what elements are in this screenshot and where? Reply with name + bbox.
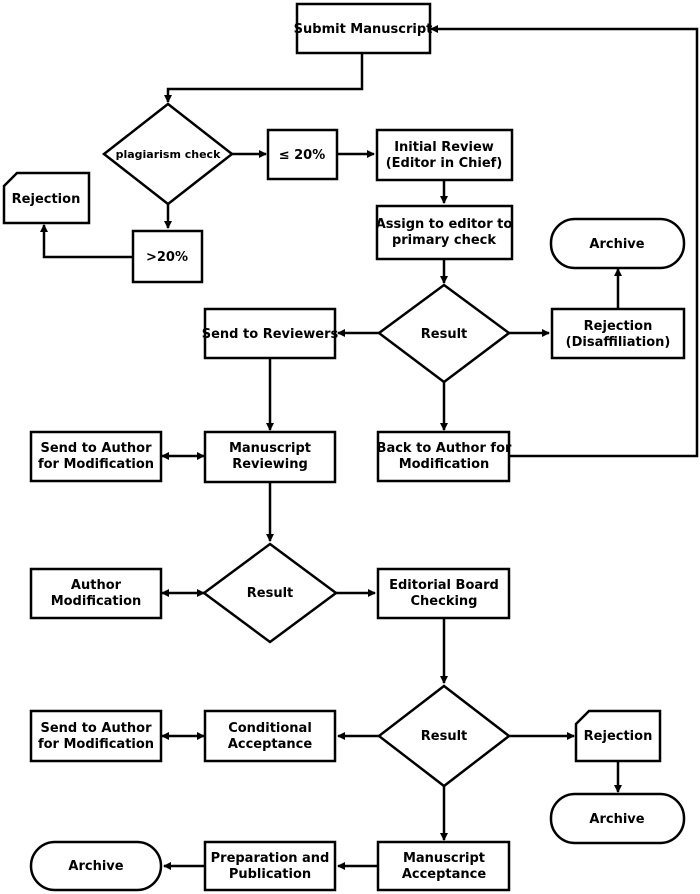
node-send-to-author-1: Send to Author for Modification xyxy=(29,430,163,483)
label-line2: Reviewing xyxy=(232,457,308,472)
label-line2: for Modification xyxy=(38,737,154,752)
label: Rejection xyxy=(12,192,81,207)
label: Result xyxy=(421,729,468,744)
label-line2: Modification xyxy=(51,594,142,609)
node-send-to-author-2: Send to Author for Modification xyxy=(29,709,163,763)
node-rejection-3: Rejection xyxy=(574,709,662,763)
label: Result xyxy=(247,586,294,601)
label-line1: Initial Review xyxy=(394,140,494,155)
label-line1: Send to Author xyxy=(40,721,152,736)
edge-gt20-to-rejection xyxy=(40,224,133,259)
label-line2: primary check xyxy=(392,233,496,248)
node-result-2: Result xyxy=(201,542,339,644)
label-line1: Preparation and xyxy=(211,851,330,866)
node-manuscript-acceptance: Manuscript Acceptance xyxy=(376,840,511,892)
node-rejection-top: Rejection xyxy=(2,171,91,225)
node-archive-2: Archive xyxy=(549,792,686,845)
label-line1: Manuscript xyxy=(229,441,311,456)
label-line1: Back to Author for xyxy=(377,441,512,456)
node-archive-1: Archive xyxy=(549,217,686,270)
label-line2: Publication xyxy=(229,867,311,882)
label: ≤ 20% xyxy=(279,148,326,163)
node-submit-manuscript: Submit Manuscript xyxy=(294,2,433,55)
label-line2: Acceptance xyxy=(228,737,313,752)
node-editorial-board: Editorial Board Checking xyxy=(376,567,511,620)
label-line1: Rejection xyxy=(584,319,653,334)
node-gt-20: >20% xyxy=(131,229,204,284)
edge-back-author-to-submit xyxy=(430,25,699,458)
label-line2: for Modification xyxy=(38,457,154,472)
label-line1: Editorial Board xyxy=(389,578,499,593)
node-conditional-acceptance: Conditional Acceptance xyxy=(203,709,337,763)
node-rejection-disaffiliation: Rejection (Disaffiliation) xyxy=(550,307,686,360)
node-assign-editor: Assign to editor to primary check xyxy=(376,204,514,261)
label-line1: Send to Author xyxy=(40,441,152,456)
label-line2: Modification xyxy=(399,457,490,472)
node-result-3: Result xyxy=(376,684,512,788)
node-send-to-reviewers: Send to Reviewers xyxy=(202,307,339,360)
label-line1: Manuscript xyxy=(403,851,485,866)
label-line1: Author xyxy=(71,578,122,593)
label-line2: Acceptance xyxy=(402,867,487,882)
edge-submit-to-plagiarism xyxy=(164,53,364,103)
label-line1: Assign to editor to xyxy=(376,217,513,232)
label-line1: Conditional xyxy=(228,721,312,736)
node-back-to-author: Back to Author for Modification xyxy=(377,430,512,483)
label-line2: (Editor in Chief) xyxy=(386,156,503,171)
label-line2: (Disaffiliation) xyxy=(566,335,671,350)
connectors xyxy=(40,25,699,870)
label: plagiarism check xyxy=(116,148,222,161)
node-archive-3: Archive xyxy=(29,840,163,892)
node-author-modification: Author Modification xyxy=(29,567,163,620)
node-plagiarism-check: plagiarism check xyxy=(101,102,235,206)
label-line2: Checking xyxy=(411,594,478,609)
label: Send to Reviewers xyxy=(202,327,339,342)
node-initial-review: Initial Review (Editor in Chief) xyxy=(375,128,514,182)
node-le-20: ≤ 20% xyxy=(266,128,339,181)
label: Archive xyxy=(589,237,644,252)
label: Archive xyxy=(589,812,644,827)
node-manuscript-reviewing: Manuscript Reviewing xyxy=(203,430,337,484)
label: Submit Manuscript xyxy=(294,22,433,37)
label: Rejection xyxy=(584,729,653,744)
label: Result xyxy=(421,327,468,342)
node-result-1: Result xyxy=(376,283,512,384)
label: >20% xyxy=(146,250,188,265)
label: Archive xyxy=(68,859,123,874)
node-preparation-publication: Preparation and Publication xyxy=(203,840,337,892)
